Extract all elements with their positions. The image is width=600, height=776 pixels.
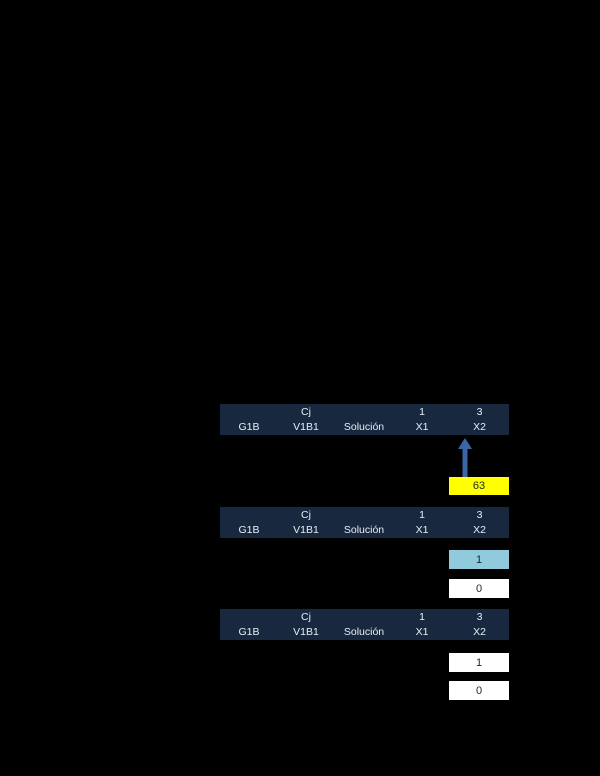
cell-value: 1 — [475, 656, 483, 669]
header-cj-label: Cj — [301, 405, 311, 418]
table-cell: 0 — [449, 579, 509, 598]
header-x2-coeff: 3 — [476, 405, 483, 418]
header-solucion-label: Solución — [343, 626, 385, 638]
simplex-table-header-3: Cj 1 3 G1B V1B1 Solución X1 X2 — [220, 609, 509, 640]
header-x1-label: X1 — [415, 626, 429, 638]
simplex-table-header-2: Cj 1 3 G1B V1B1 Solución X1 X2 — [220, 507, 509, 538]
header-v1b1-label: V1B1 — [293, 421, 319, 433]
cell-value: 0 — [475, 684, 483, 697]
ratio-value: 63 — [472, 480, 486, 492]
simplex-table-header-1: Cj 1 3 G1B V1B1 Solución X1 X2 — [220, 404, 509, 435]
table-cell: 0 — [449, 681, 509, 700]
header-solucion-label: Solución — [343, 421, 385, 433]
table-cell: 1 — [449, 653, 509, 672]
header-x1-coeff: 1 — [419, 508, 425, 521]
header-v1b1-label: V1B1 — [293, 524, 319, 536]
pivot-column-up-arrow-icon — [458, 438, 472, 477]
header-x2-label: X2 — [473, 421, 486, 433]
header-g1b-label: G1B — [238, 626, 260, 638]
header-x2-coeff: 3 — [476, 610, 483, 623]
highlighted-ratio-cell: 63 — [449, 477, 509, 495]
pivot-element-cell: 1 — [449, 550, 509, 569]
header-x1-label: X1 — [415, 524, 429, 536]
header-v1b1-label: V1B1 — [293, 626, 319, 638]
header-x2-coeff: 3 — [476, 508, 483, 521]
header-cj-label: Cj — [301, 610, 311, 623]
header-cj-label: Cj — [301, 508, 311, 521]
header-x1-label: X1 — [415, 421, 429, 433]
header-x2-label: X2 — [473, 524, 486, 536]
cell-value: 1 — [475, 553, 483, 566]
header-g1b-label: G1B — [238, 421, 260, 433]
header-solucion-label: Solución — [343, 524, 385, 536]
header-x1-coeff: 1 — [419, 610, 425, 623]
header-x2-label: X2 — [473, 626, 486, 638]
cell-value: 0 — [475, 582, 483, 595]
header-g1b-label: G1B — [238, 524, 260, 536]
header-x1-coeff: 1 — [419, 405, 425, 418]
